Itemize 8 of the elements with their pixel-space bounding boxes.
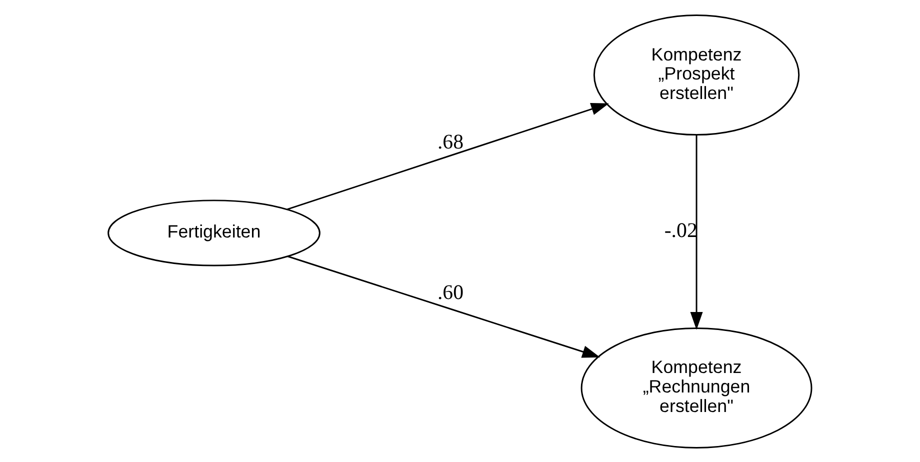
node-ellipse: Fertigkeiten (108, 199, 320, 266)
node-ellipse: Kompetenz „Prospekt erstellen" (593, 14, 800, 136)
edge-label: -.02 (664, 218, 698, 242)
edge-label: .68 (437, 128, 464, 153)
edge-label: .60 (437, 279, 464, 304)
arrow (288, 255, 600, 358)
arrow (690, 134, 703, 330)
arrow (287, 102, 609, 210)
